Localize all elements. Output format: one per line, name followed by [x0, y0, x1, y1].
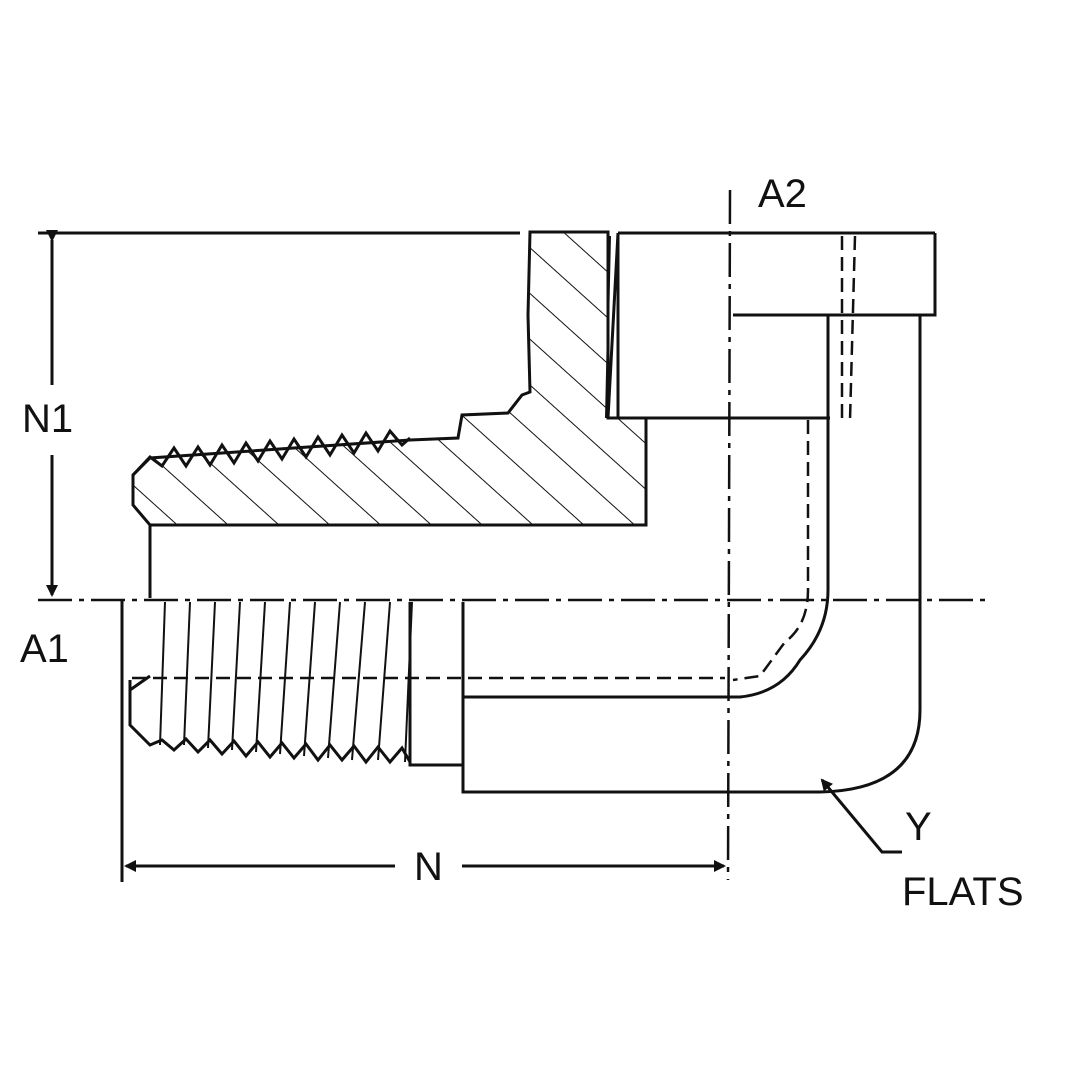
label-a1: A1: [20, 627, 69, 671]
female-port-outline: [606, 232, 937, 420]
inner-elbow-hidden-curve: [732, 420, 810, 682]
female-port-thread-b: [848, 235, 857, 421]
hex-body-outline: [461, 315, 922, 794]
male-thread-left-chamfer: [129, 674, 151, 692]
male-thread-outline: [128, 525, 463, 767]
label-a2: A2: [758, 172, 807, 216]
label-n1: N1: [22, 397, 73, 441]
label-y: Y: [905, 805, 932, 849]
hatched-section: [131, 230, 648, 527]
male-thread-crest-lines: [159, 601, 413, 763]
y-flats-leader: [820, 778, 902, 854]
female-port-bore-side: [605, 235, 611, 419]
label-flats: FLATS: [902, 870, 1024, 914]
centerline-a2: [726, 189, 732, 881]
external-thread-top: [131, 428, 411, 477]
label-n: N: [414, 845, 443, 889]
inner-elbow-curve: [725, 418, 830, 699]
